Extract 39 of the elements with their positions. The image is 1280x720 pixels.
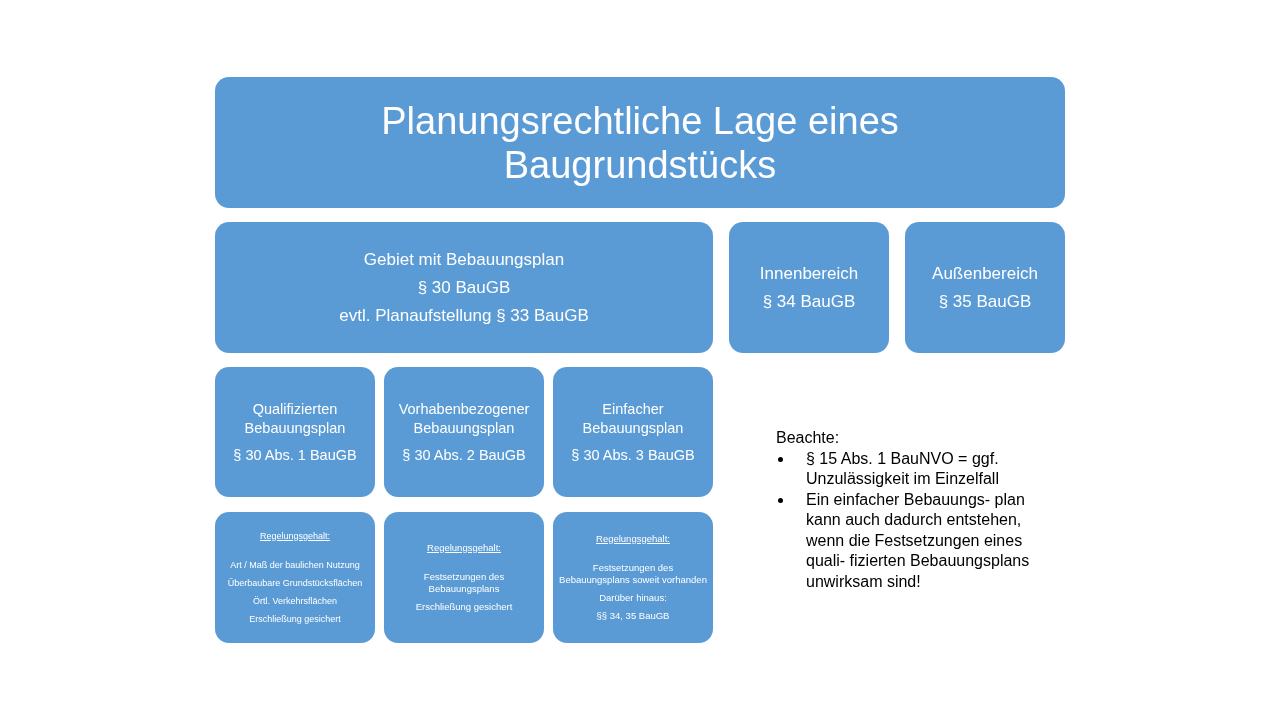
box-text: § 34 BauGB	[762, 291, 856, 312]
box-text: § 30 BauGB	[417, 277, 511, 298]
plan-type-box	[215, 367, 375, 497]
box-text: Erschließung gesichert	[249, 612, 341, 625]
category-box	[215, 222, 713, 353]
box-text: § 30 Abs. 2 BauGB	[402, 445, 526, 465]
box-text: Festsetzungen des Bebauungsplans soweit vorhanden	[559, 561, 707, 586]
box-heading: Gebiet mit Bebauungsplan	[363, 249, 565, 270]
box-heading: Qualifizierten Bebauungsplan	[243, 399, 347, 438]
note-text: § 15 Abs. 1 BauNVO = ggf. Unzulässigkeit im Einzelfall	[806, 449, 999, 487]
box-heading: Außenbereich	[932, 263, 1038, 284]
category-box	[729, 222, 889, 353]
box-heading: Innenbereich	[759, 263, 859, 284]
box-text: §§ 34, 35 BauGB	[596, 609, 670, 622]
title-text: Planungsrechtliche Lage eines Baugrundstücks	[380, 98, 900, 187]
box-heading: Regelungsgehalt:	[427, 541, 501, 554]
box-text: § 35 BauGB	[938, 291, 1032, 312]
box-heading: Regelungsgehalt:	[259, 529, 331, 542]
plan-type-box	[553, 367, 713, 497]
note-text: Ein einfacher Bebauungs- plan kann auch dadurch entstehen, wenn die Festsetzungen eines quali- fizierten Bebauungsplans unwirksam sind!	[806, 490, 1030, 590]
content-box	[215, 512, 375, 643]
box-text: § 30 Abs. 1 BauGB	[233, 445, 357, 465]
box-text: Art / Maß der baulichen Nutzung	[230, 558, 360, 571]
content-box	[384, 512, 544, 643]
note-heading: Beachte:	[776, 428, 841, 448]
box-heading: Einfacher Bebauungsplan	[581, 399, 685, 438]
box-text: § 30 Abs. 3 BauGB	[571, 445, 695, 465]
box-text: Überbaubare Grundstücksflächen	[227, 576, 363, 589]
box-heading: Regelungsgehalt:	[596, 532, 670, 545]
category-box	[905, 222, 1065, 353]
box-heading: Vorhabenbezogener Bebauungsplan	[397, 399, 531, 438]
box-text: Örtl. Verkehrsflächen	[252, 594, 337, 607]
box-text: evtl. Planaufstellung § 33 BauGB	[339, 305, 589, 326]
title-box	[215, 77, 1065, 208]
box-text: Festsetzungen des Bebauungsplans	[422, 570, 506, 595]
plan-type-box	[384, 367, 544, 497]
box-text: Erschließung gesichert	[415, 600, 513, 613]
content-box	[553, 512, 713, 643]
box-text: Darüber hinaus:	[599, 591, 667, 604]
